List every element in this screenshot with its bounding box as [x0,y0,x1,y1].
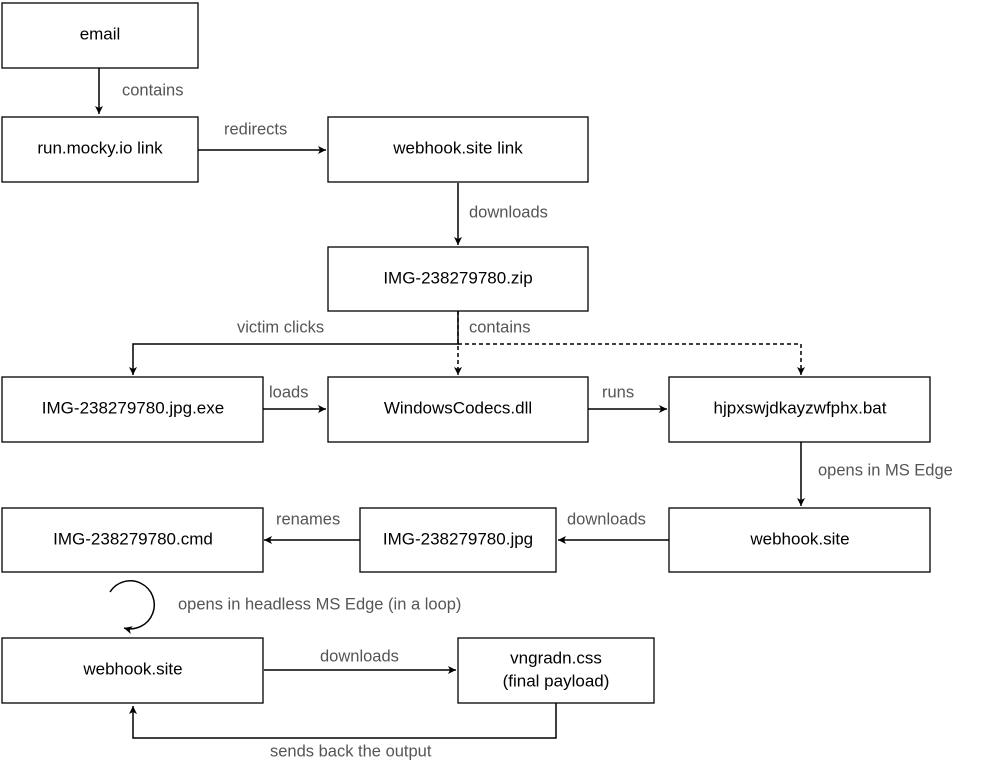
edge-label-opens-in-ms-edge: opens in MS Edge [818,461,953,479]
svg-text:WindowsCodecs.dll: WindowsCodecs.dll [384,398,532,417]
edge-label-renames: renames [276,510,340,528]
node-jpg: IMG-238279780.jpg [359,507,557,573]
node-cmd: IMG-238279780.cmd [1,507,264,573]
edge-label-opens-headless: opens in headless MS Edge (in a loop) [178,595,461,613]
node-zip: IMG-238279780.zip [327,246,589,312]
edge-label-redirects: redirects [224,120,287,138]
edge-label-runs: runs [602,383,634,401]
edge-css-to-webhook-site [129,703,557,739]
node-webhook-site-2: webhook.site [1,637,264,704]
edge-label-sends-back: sends back the output [270,742,432,760]
edge-label-loads: loads [269,383,308,401]
svg-text:webhook.site: webhook.site [749,529,849,548]
svg-text:hjpxswjdkayzwfphx.bat: hjpxswjdkayzwfphx.bat [714,398,887,417]
edge-label-contains: contains [122,81,183,99]
svg-text:run.mocky.io link: run.mocky.io link [37,138,163,157]
node-bat: hjpxswjdkayzwfphx.bat [668,376,931,443]
edge-label-victim-clicks: victim clicks [237,318,324,336]
node-webhook-site-1: webhook.site [668,507,931,573]
node-mocky-link: run.mocky.io link [1,116,199,183]
svg-text:IMG-238279780.jpg: IMG-238279780.jpg [383,529,533,548]
svg-text:(final payload): (final payload) [503,671,610,690]
svg-text:IMG-238279780.jpg.exe: IMG-238279780.jpg.exe [42,398,224,417]
svg-text:IMG-238279780.zip: IMG-238279780.zip [383,268,532,287]
edge-cmd-loop [109,580,156,634]
node-exe: IMG-238279780.jpg.exe [1,376,264,443]
edge-label-downloads-css: downloads [320,647,399,665]
edge-label-downloads: downloads [469,203,548,221]
node-email: email [1,2,199,69]
svg-text:webhook.site: webhook.site [82,659,182,678]
node-css: vngradn.css (final payload) [457,637,655,704]
edge-zip-to-bat [458,343,805,375]
edge-label-contains-zip: contains [469,318,530,336]
edge-label-downloads-jpg: downloads [567,510,646,528]
svg-text:vngradn.css: vngradn.css [510,648,602,667]
svg-text:IMG-238279780.cmd: IMG-238279780.cmd [53,529,213,548]
svg-text:webhook.site link: webhook.site link [392,138,523,157]
node-webhook-link: webhook.site link [327,116,589,183]
node-dll: WindowsCodecs.dll [327,376,589,443]
svg-text:email: email [80,24,121,43]
